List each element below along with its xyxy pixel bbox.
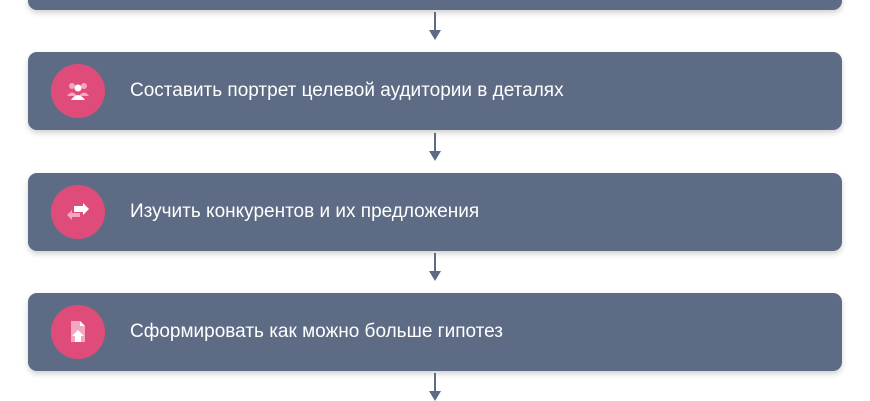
- step-box-audience: Составить портрет целевой аудитории в де…: [28, 52, 842, 130]
- exchange-arrows-icon: [51, 185, 105, 239]
- users-icon: [51, 64, 105, 118]
- arrow-down-icon: [429, 373, 441, 401]
- step-box-competitors: Изучить конкурентов и их предложения: [28, 173, 842, 251]
- step-label: Изучить конкурентов и их предложения: [130, 201, 480, 222]
- step-label: Составить портрет целевой аудитории в де…: [130, 80, 564, 101]
- step-label: Сформировать как можно больше гипотез: [130, 321, 503, 342]
- arrow-down-icon: [429, 12, 441, 40]
- arrow-down-icon: [429, 253, 441, 281]
- file-upload-icon: [51, 305, 105, 359]
- step-box-hypotheses: Сформировать как можно больше гипотез: [28, 293, 842, 371]
- arrow-down-icon: [429, 133, 441, 161]
- step-box-previous: [28, 0, 842, 10]
